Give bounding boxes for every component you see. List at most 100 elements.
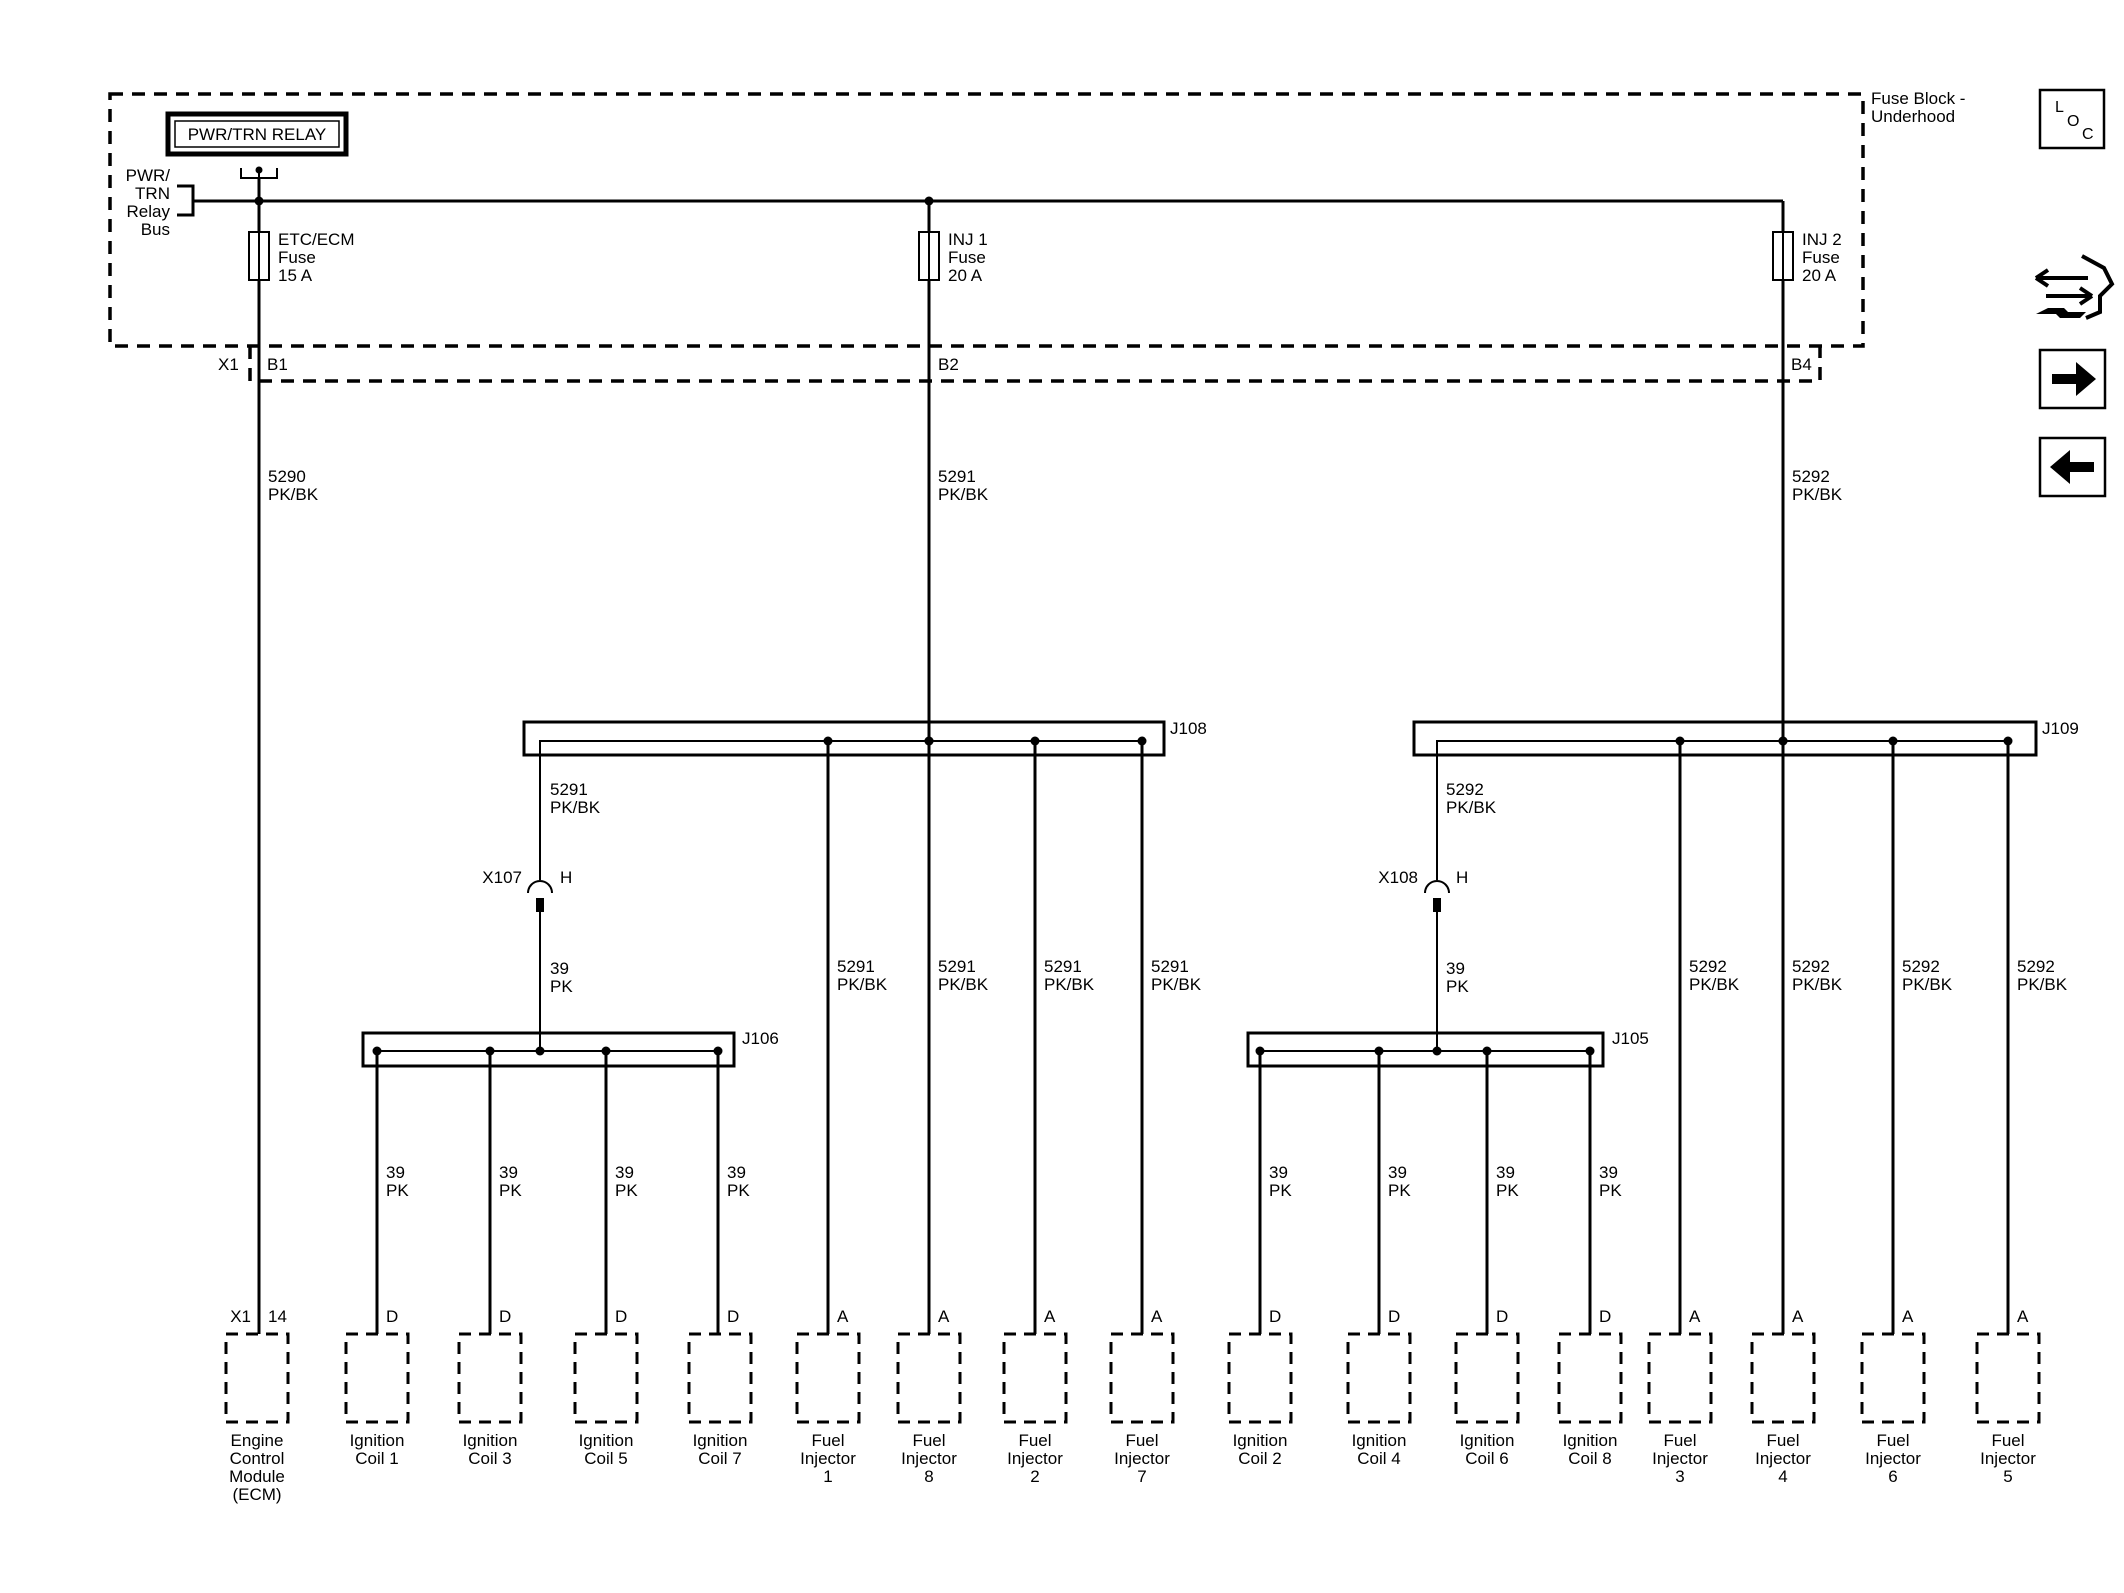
pin-label: D [1599, 1307, 1611, 1326]
component-box [224, 1332, 290, 1424]
component-box [1109, 1332, 1175, 1424]
splice-dot [823, 736, 833, 746]
circuit-number: 5291 [1151, 957, 1189, 976]
component-name: Injector [1980, 1449, 2036, 1468]
component-name: Injector [1755, 1449, 1811, 1468]
wire-color: PK [550, 977, 573, 996]
fuse-rating: 20 A [1802, 266, 1837, 285]
component-name: Coil 2 [1238, 1449, 1281, 1468]
component-name: Coil 5 [584, 1449, 627, 1468]
main-wire-5291: 5291 PK/BK [927, 280, 989, 740]
circuit-number: 5291 [938, 467, 976, 486]
component-name: Ignition [1233, 1431, 1288, 1450]
wire-color: PK [1599, 1181, 1622, 1200]
bus-label-3: Relay [127, 202, 171, 221]
component-name: Coil 3 [468, 1449, 511, 1468]
circuit-number: 5290 [268, 467, 306, 486]
circuit-number: 39 [727, 1163, 746, 1182]
fuse-rating: 15 A [278, 266, 313, 285]
circuit-number: 39 [1446, 959, 1465, 978]
wire-color: PK [499, 1181, 522, 1200]
component-name: 1 [823, 1467, 832, 1486]
component-name: Ignition [1352, 1431, 1407, 1450]
splice-dot [1137, 736, 1147, 746]
circuit-number: 5292 [1792, 957, 1830, 976]
fuse-name: INJ 2 [1802, 230, 1842, 249]
arrow-right-icon [2052, 362, 2096, 396]
component-name: Coil 4 [1357, 1449, 1400, 1468]
connector-label: X1 [230, 1307, 251, 1326]
pin-label: A [1902, 1307, 1914, 1326]
splice-dot [924, 736, 934, 746]
inline-x107: 5291 PK/BK X107 H 39 PK [482, 741, 601, 1051]
wire-color: PK [727, 1181, 750, 1200]
wire-color: PK [386, 1181, 409, 1200]
pin-label: D [1388, 1307, 1400, 1326]
fuse-block-label-2: Underhood [1871, 107, 1955, 126]
component-name: Fuel [811, 1431, 844, 1450]
splice-dot [1482, 1046, 1492, 1056]
component-name: 3 [1675, 1467, 1684, 1486]
wire-color: PK/BK [938, 975, 989, 994]
component-box [896, 1332, 962, 1424]
wire-color: PK [1496, 1181, 1519, 1200]
fuse-block-label: Fuse Block - [1871, 89, 1965, 108]
loc-button[interactable]: L O C [2038, 88, 2106, 150]
splice-dot [372, 1046, 382, 1056]
splice-dot [1585, 1046, 1595, 1056]
circuit-number: 5291 [1044, 957, 1082, 976]
component-name: Fuel [912, 1431, 945, 1450]
loc-letter: L [2055, 99, 2064, 116]
circuit-number: 5292 [2017, 957, 2055, 976]
component-box [795, 1332, 861, 1424]
fuse-pin: B4 [1791, 355, 1812, 374]
pin-label: 14 [268, 1307, 287, 1326]
splice-dot [1374, 1046, 1384, 1056]
wire-color: PK/BK [938, 485, 989, 504]
circuit-number: 5292 [1902, 957, 1940, 976]
wire-color: PK/BK [837, 975, 888, 994]
wire-color: PK/BK [268, 485, 319, 504]
prev-page-button[interactable] [2038, 436, 2107, 498]
circuit-number: 39 [615, 1163, 634, 1182]
circuit-number: 39 [550, 959, 569, 978]
circuit-number: 5291 [938, 957, 976, 976]
circuit-number: 5291 [550, 780, 588, 799]
component-box [687, 1332, 753, 1424]
relay-label: PWR/TRN RELAY [188, 125, 327, 144]
circuit-number: 39 [386, 1163, 405, 1182]
fuse-type: Fuse [1802, 248, 1840, 267]
loc-letter: O [2067, 113, 2079, 130]
component-box [1346, 1332, 1412, 1424]
component-name: Injector [800, 1449, 856, 1468]
component-name: 8 [924, 1467, 933, 1486]
next-page-button[interactable] [2038, 348, 2107, 410]
component-name: Fuel [1125, 1431, 1158, 1450]
splice-dot [1778, 736, 1788, 746]
component-name: 4 [1778, 1467, 1787, 1486]
component-name: Control [230, 1449, 285, 1468]
splice-dot [1888, 736, 1898, 746]
component-box [1227, 1332, 1293, 1424]
component-name: Injector [1114, 1449, 1170, 1468]
component-name: 7 [1137, 1467, 1146, 1486]
arrow-left-icon [2050, 450, 2094, 484]
component-box [1647, 1332, 1713, 1424]
component-box [344, 1332, 410, 1424]
component-name: Coil 1 [355, 1449, 398, 1468]
splice-label: J106 [742, 1029, 779, 1048]
component-name: Ignition [1460, 1431, 1515, 1450]
pin-label: A [1044, 1307, 1056, 1326]
fuse-name: ETC/ECM [278, 230, 355, 249]
connector-end-view-icon[interactable] [2034, 254, 2115, 320]
connector-pin: H [560, 868, 572, 887]
